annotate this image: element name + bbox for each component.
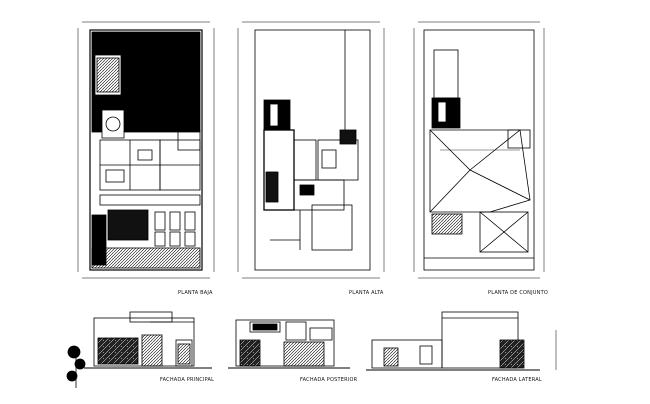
elevation-fachada-principal	[66, 311, 212, 388]
title-fachada-posterior: FACHADA POSTERIOR	[300, 377, 358, 383]
title-planta-conjunto: PLANTA DE CONJUNTO	[488, 290, 548, 296]
plan-planta-conjunto	[413, 21, 545, 279]
elevation-fachada-posterior	[228, 319, 350, 369]
elevation-fachada-lateral	[366, 311, 557, 371]
title-planta-baja: PLANTA BAJA	[178, 290, 213, 296]
title-fachada-principal: FACHADA PRINCIPAL	[160, 377, 215, 383]
plan-planta-baja	[77, 21, 215, 279]
title-fachada-lateral: FACHADA LATERAL	[492, 377, 542, 383]
title-planta-alta: PLANTA ALTA	[349, 290, 384, 296]
plan-planta-alta	[237, 21, 385, 279]
